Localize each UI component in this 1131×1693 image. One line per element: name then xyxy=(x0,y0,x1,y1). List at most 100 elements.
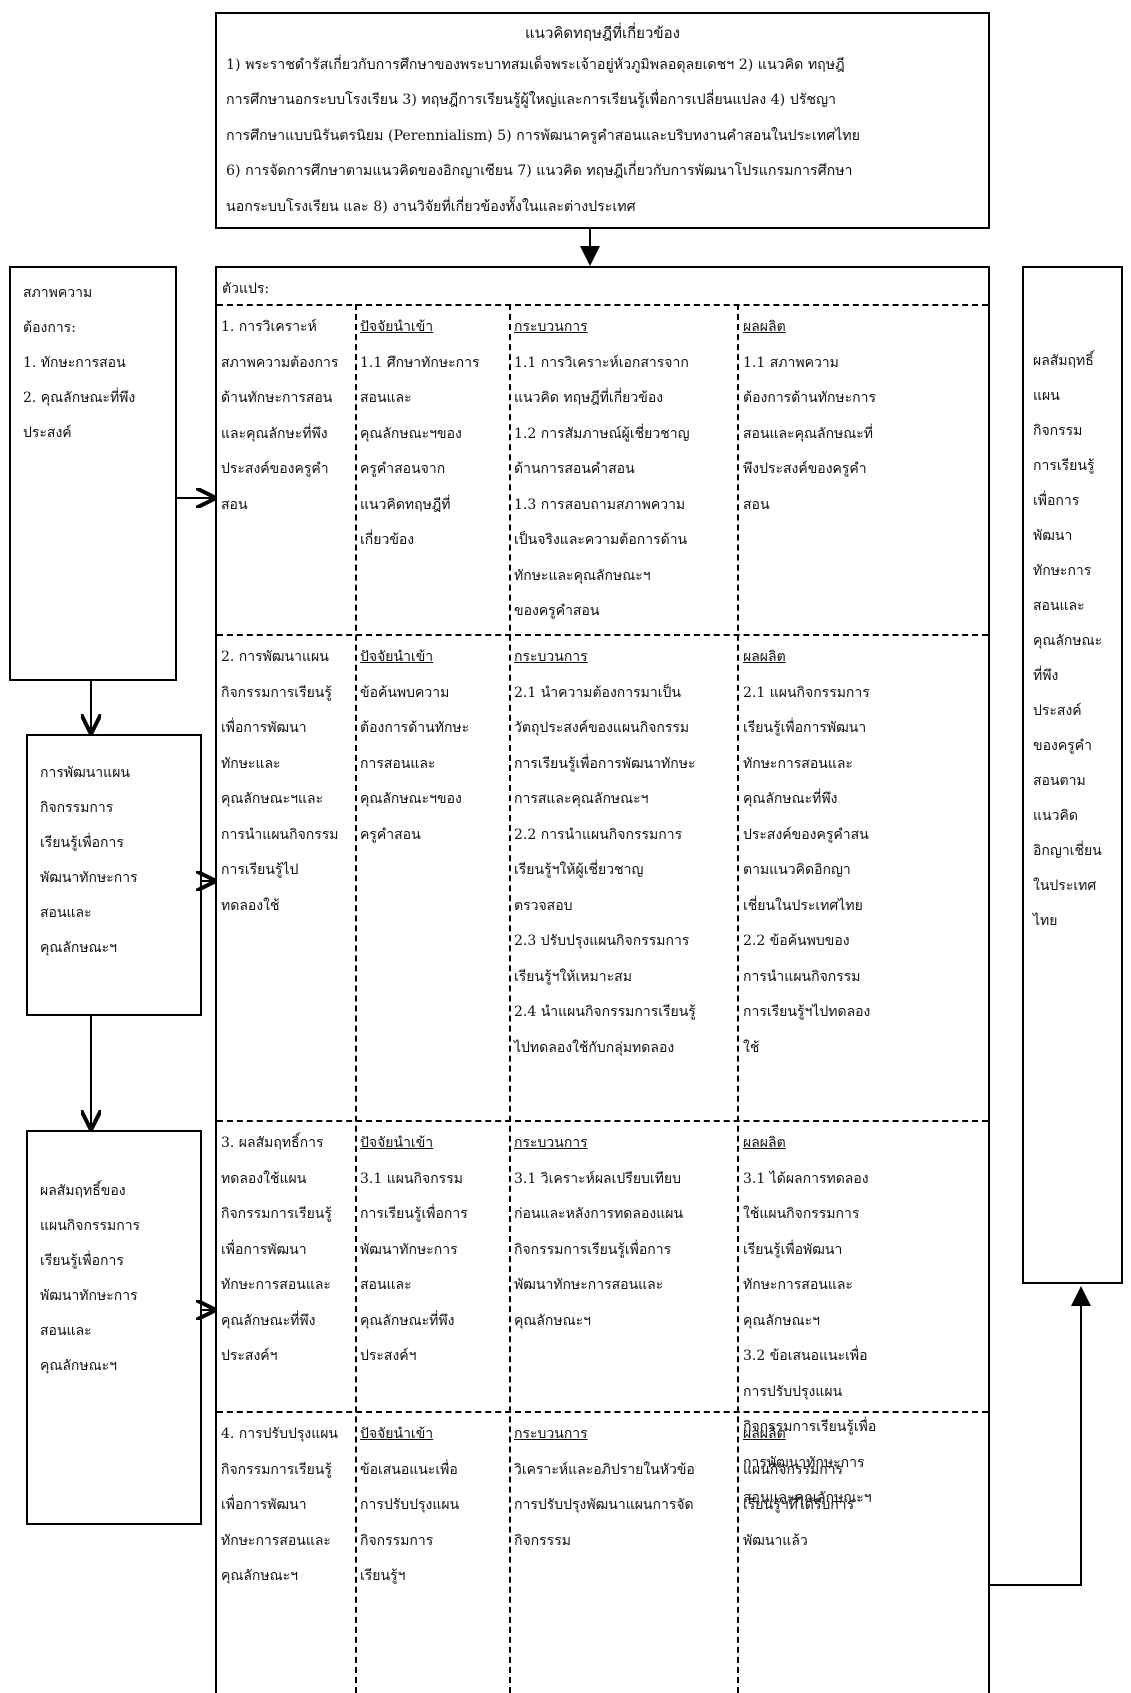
cell-line: สอน xyxy=(221,496,248,513)
cell-line: 1.1 การวิเคราะห์เอกสารจาก xyxy=(514,354,689,371)
cell-line: เรียนรู้ฯให้ผู้เชี่ยวชาญ xyxy=(514,862,644,878)
right-line: สอนตาม xyxy=(1033,773,1086,789)
cell-line: เชี่ยนในประเทศไทย xyxy=(743,897,863,914)
right-line: ประสงค์ xyxy=(1033,703,1082,719)
cell-line: ครูคำสอนจาก xyxy=(360,461,446,477)
cell-line: การเรียนรู้ไป xyxy=(221,862,299,878)
cell-line: ใช้แผนกิจกรรมการ xyxy=(743,1206,860,1222)
cell-line: คุณลักษณะที่พึง xyxy=(743,791,838,807)
cell-line: ทักษะการสอนและ xyxy=(743,1277,853,1293)
left-box-development: การพัฒนาแผน กิจกรรมการ เรียนรู้เพื่อการ … xyxy=(26,734,202,1016)
cell-line: การสและคุณลักษณะฯ xyxy=(514,791,649,807)
header-input: ปัจจัยนำเข้า xyxy=(360,649,434,665)
column-separator xyxy=(509,304,511,1693)
left-line: การพัฒนาแผน xyxy=(40,765,130,781)
cell-line: กิจกรรมการเรียนรู้ xyxy=(221,684,332,701)
cell-line: พัฒนาทักษะการสอนและ xyxy=(514,1277,664,1293)
cell-line: 1.3 การสอบถามสภาพความ xyxy=(514,496,686,513)
right-line: คุณลักษณะ xyxy=(1033,633,1103,649)
right-line: ไทย xyxy=(1033,913,1058,929)
theory-body: 1) พระราชดำรัสเกี่ยวกับการศึกษาของพระบาท… xyxy=(226,48,979,225)
cell-line: การนำแผนกิจกรรม xyxy=(221,826,339,843)
variables-table: ตัวแปร: 1. การวิเคราะห์สภาพความต้องการด้… xyxy=(215,266,990,1693)
cell-line: ทักษะและ xyxy=(221,755,281,772)
cell-line: ประสงค์ฯ xyxy=(221,1348,278,1364)
cell-line: ตรวจสอบ xyxy=(514,897,573,914)
cell-line: การเรียนรู้เพื่อการ xyxy=(360,1206,468,1222)
cell-line: ตามแนวคิดอิกญา xyxy=(743,862,851,878)
right-line: ทักษะการ xyxy=(1033,563,1092,579)
cell-line: กิจกรรมการเรียนรู้เพื่อ xyxy=(743,1419,877,1435)
left-line: สอนและ xyxy=(40,1323,92,1339)
row-separator xyxy=(217,1120,988,1122)
cell-line: คุณลักษณะฯของ xyxy=(360,791,462,807)
left-box-needs: สภาพความ ต้องการ: 1. ทักษะการสอน 2. คุณล… xyxy=(9,266,177,681)
header-output: ผลผลิต xyxy=(743,649,786,665)
cell-line: วิเคราะห์และอภิปรายในหัวข้อ xyxy=(514,1461,695,1478)
theory-title: แนวคิดทฤษฎีที่เกี่ยวข้อง xyxy=(525,24,680,42)
left-box-achievement: ผลสัมฤทธิ์ของ แผนกิจกรรมการ เรียนรู้เพื่… xyxy=(26,1130,202,1525)
cell-line: กิจกรรมการเรียนรู้ xyxy=(221,1206,332,1222)
right-line: ในประเทศ xyxy=(1033,878,1097,894)
cell-line: สภาพความต้องการ xyxy=(221,354,339,371)
left-line: ผลสัมฤทธิ์ของ xyxy=(40,1183,126,1199)
column-separator xyxy=(737,304,739,1693)
right-line: สอนและ xyxy=(1033,598,1085,614)
cell-line: ทดลองใช้แผน xyxy=(221,1170,307,1187)
cell-line: ใช้ xyxy=(743,1039,760,1056)
header-input: ปัจจัยนำเข้า xyxy=(360,1426,434,1442)
cell-stage: 3. ผลสัมฤทธิ์การทดลองใช้แผนกิจกรรมการเรี… xyxy=(221,1126,332,1375)
cell-line: ด้านการสอนคำสอน xyxy=(514,461,635,477)
cell-line: คุณลักษณะที่พึง xyxy=(221,1312,316,1329)
cell-output: ผลผลิตแผนกิจกรรมการเรียนรู้ฯที่ได้รับการ… xyxy=(743,1417,854,1559)
arrow-feedback xyxy=(990,1286,1091,1586)
cell-line: การปรับปรุงพัฒนาแผนการจัด xyxy=(514,1497,694,1513)
cell-line: ข้อค้นพบความ xyxy=(360,684,450,701)
cell-line: การปรับปรุงแผน xyxy=(743,1383,843,1400)
cell-line: ไปทดลองใช้กับกลุ่มทดลอง xyxy=(514,1039,675,1056)
cell-line: ประสงค์ของครูคำ xyxy=(221,461,329,477)
cell-line: คุณลักษณะฯของ xyxy=(360,425,462,442)
cell-line: 2.2 การนำแผนกิจกรรมการ xyxy=(514,826,683,843)
cell-line: ประสงค์ของครูคำสน xyxy=(743,826,869,843)
header-input: ปัจจัยนำเข้า xyxy=(360,319,434,335)
theory-line: นอกระบบโรงเรียน และ 8) งานวิจัยที่เกี่ยว… xyxy=(226,198,636,215)
variables-label: ตัวแปร: xyxy=(222,281,270,297)
left-line: แผนกิจกรรมการ xyxy=(40,1218,141,1234)
cell-line: ทักษะการสอนและ xyxy=(221,1277,331,1293)
cell-input: ปัจจัยนำเข้าข้อค้นพบความต้องการด้านทักษะ… xyxy=(360,640,469,853)
right-line: ของครูคำ xyxy=(1033,738,1092,754)
cell-line: 1.1 ศึกษาทักษะการ xyxy=(360,354,480,371)
cell-line: 1. การวิเคราะห์ xyxy=(221,319,317,335)
header-process: กระบวนการ xyxy=(514,649,588,665)
right-box-outcome: ผลสัมฤทธิ์แผนกิจกรรมการเรียนรู้เพื่อการพ… xyxy=(1022,266,1123,1284)
cell-line: เรียนรู้เพื่อการพัฒนา xyxy=(743,720,867,736)
cell-line: 3. ผลสัมฤทธิ์การ xyxy=(221,1135,324,1151)
left-line: 2. คุณลักษณะที่พึง xyxy=(23,390,136,406)
cell-line: เพื่อการพัฒนา xyxy=(221,720,307,736)
cell-line: แนวคิด ทฤษฎีที่เกี่ยวข้อง xyxy=(514,390,664,406)
cell-line: สอนและ xyxy=(360,390,412,406)
cell-line: กิจกรรมการ xyxy=(360,1532,434,1549)
left-line: ประสงค์ xyxy=(23,425,72,441)
cell-line: สอนและคุณลักษณะฯ xyxy=(743,1490,872,1506)
theory-line: 6) การจัดการศึกษาตามแนวคิดของอิกญาเซียน … xyxy=(226,163,853,180)
cell-line: ทักษะการสอนและ xyxy=(743,755,853,772)
cell-line: 1.2 การสัมภาษณ์ผู้เชี่ยวชาญ xyxy=(514,425,690,442)
left-line: เรียนรู้เพื่อการ xyxy=(40,1253,124,1269)
cell-input: ปัจจัยนำเข้าข้อเสนอแนะเพื่อการปรับปรุงแผ… xyxy=(360,1417,459,1595)
left-line: 1. ทักษะการสอน xyxy=(23,355,126,371)
header-process: กระบวนการ xyxy=(514,319,588,335)
right-line: ผลสัมฤทธิ์ xyxy=(1033,353,1094,369)
cell-line: สอน xyxy=(743,496,770,513)
right-line: เพื่อการ xyxy=(1033,493,1080,509)
cell-stage: 1. การวิเคราะห์สภาพความต้องการด้านทักษะก… xyxy=(221,310,338,523)
cell-line: เรียนรู้ฯที่ได้รับการ xyxy=(743,1497,855,1513)
cell-line: ข้อเสนอแนะเพื่อ xyxy=(360,1461,458,1478)
cell-line: คุณลักษณะฯ xyxy=(743,1312,821,1329)
cell-line: คุณลักษณะฯ xyxy=(514,1312,592,1329)
right-text: ผลสัมฤทธิ์แผนกิจกรรมการเรียนรู้เพื่อการพ… xyxy=(1033,344,1121,939)
cell-line: เรียนรู้เพื่อพัฒนา xyxy=(743,1241,843,1258)
